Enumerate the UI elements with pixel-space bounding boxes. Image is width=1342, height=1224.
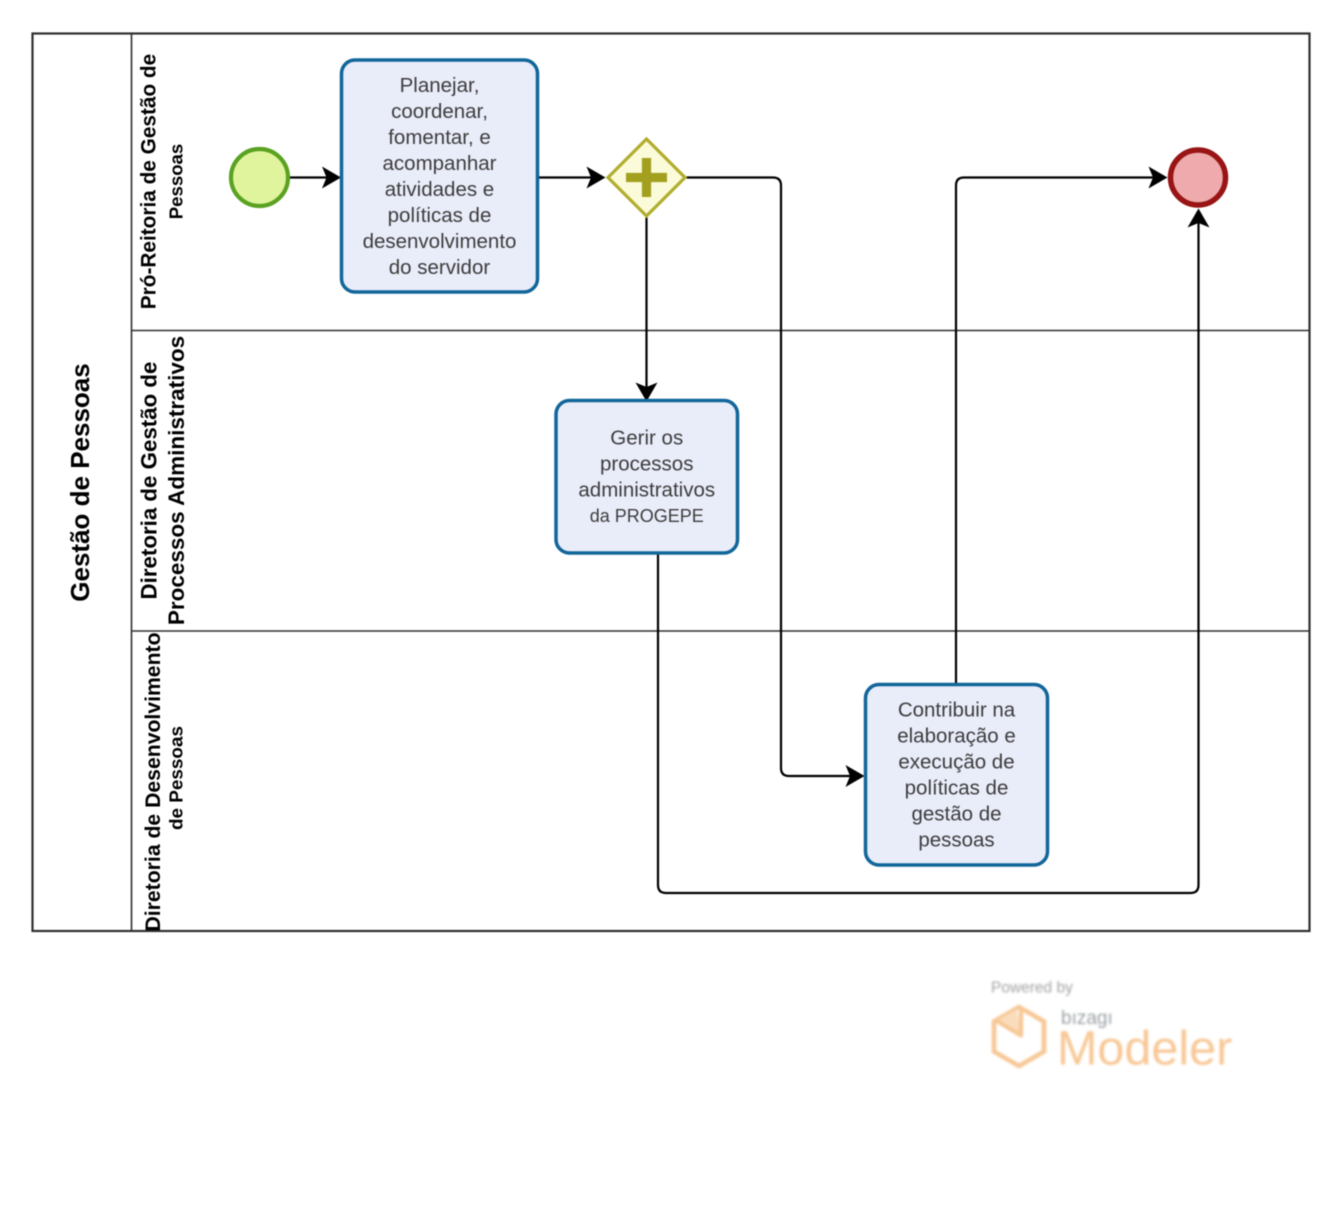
svg-text:da PROGEPE: da PROGEPE (590, 506, 704, 526)
svg-text:Diretoria de Gestão de: Diretoria de Gestão de (137, 362, 162, 600)
svg-text:políticas de: políticas de (905, 776, 1009, 799)
svg-text:Planejar,: Planejar, (400, 74, 480, 97)
svg-text:execução de: execução de (898, 750, 1014, 773)
svg-text:acompanhar: acompanhar (383, 152, 497, 175)
svg-text:Processos Administrativos: Processos Administrativos (164, 336, 189, 625)
svg-text:bızagı: bızagı (1061, 1008, 1113, 1029)
svg-text:administrativos: administrativos (578, 478, 715, 501)
svg-text:Pessoas: Pessoas (166, 144, 187, 219)
svg-text:de Pessoas: de Pessoas (167, 726, 188, 830)
svg-text:Powered by: Powered by (991, 980, 1073, 997)
svg-text:políticas de: políticas de (388, 204, 492, 227)
svg-text:gestão de: gestão de (911, 802, 1001, 825)
svg-text:Pró-Reitoria de Gestão de: Pró-Reitoria de Gestão de (138, 54, 161, 309)
svg-text:Gerir os: Gerir os (610, 426, 683, 449)
svg-text:Gestão de Pessoas: Gestão de Pessoas (65, 363, 95, 601)
svg-text:coordenar,: coordenar, (391, 100, 488, 123)
svg-text:desenvolvimento: desenvolvimento (363, 230, 517, 253)
svg-text:fomentar, e: fomentar, e (388, 126, 491, 149)
svg-text:Diretoria de Desenvolvimento: Diretoria de Desenvolvimento (142, 632, 165, 931)
svg-text:atividades e: atividades e (385, 178, 494, 201)
svg-text:do servidor: do servidor (389, 256, 491, 279)
svg-text:pessoas: pessoas (918, 828, 994, 851)
svg-text:Modeler: Modeler (1057, 1022, 1232, 1076)
svg-text:processos: processos (600, 452, 693, 475)
svg-text:Contribuir na: Contribuir na (898, 698, 1016, 721)
svg-text:elaboração e: elaboração e (897, 724, 1016, 747)
